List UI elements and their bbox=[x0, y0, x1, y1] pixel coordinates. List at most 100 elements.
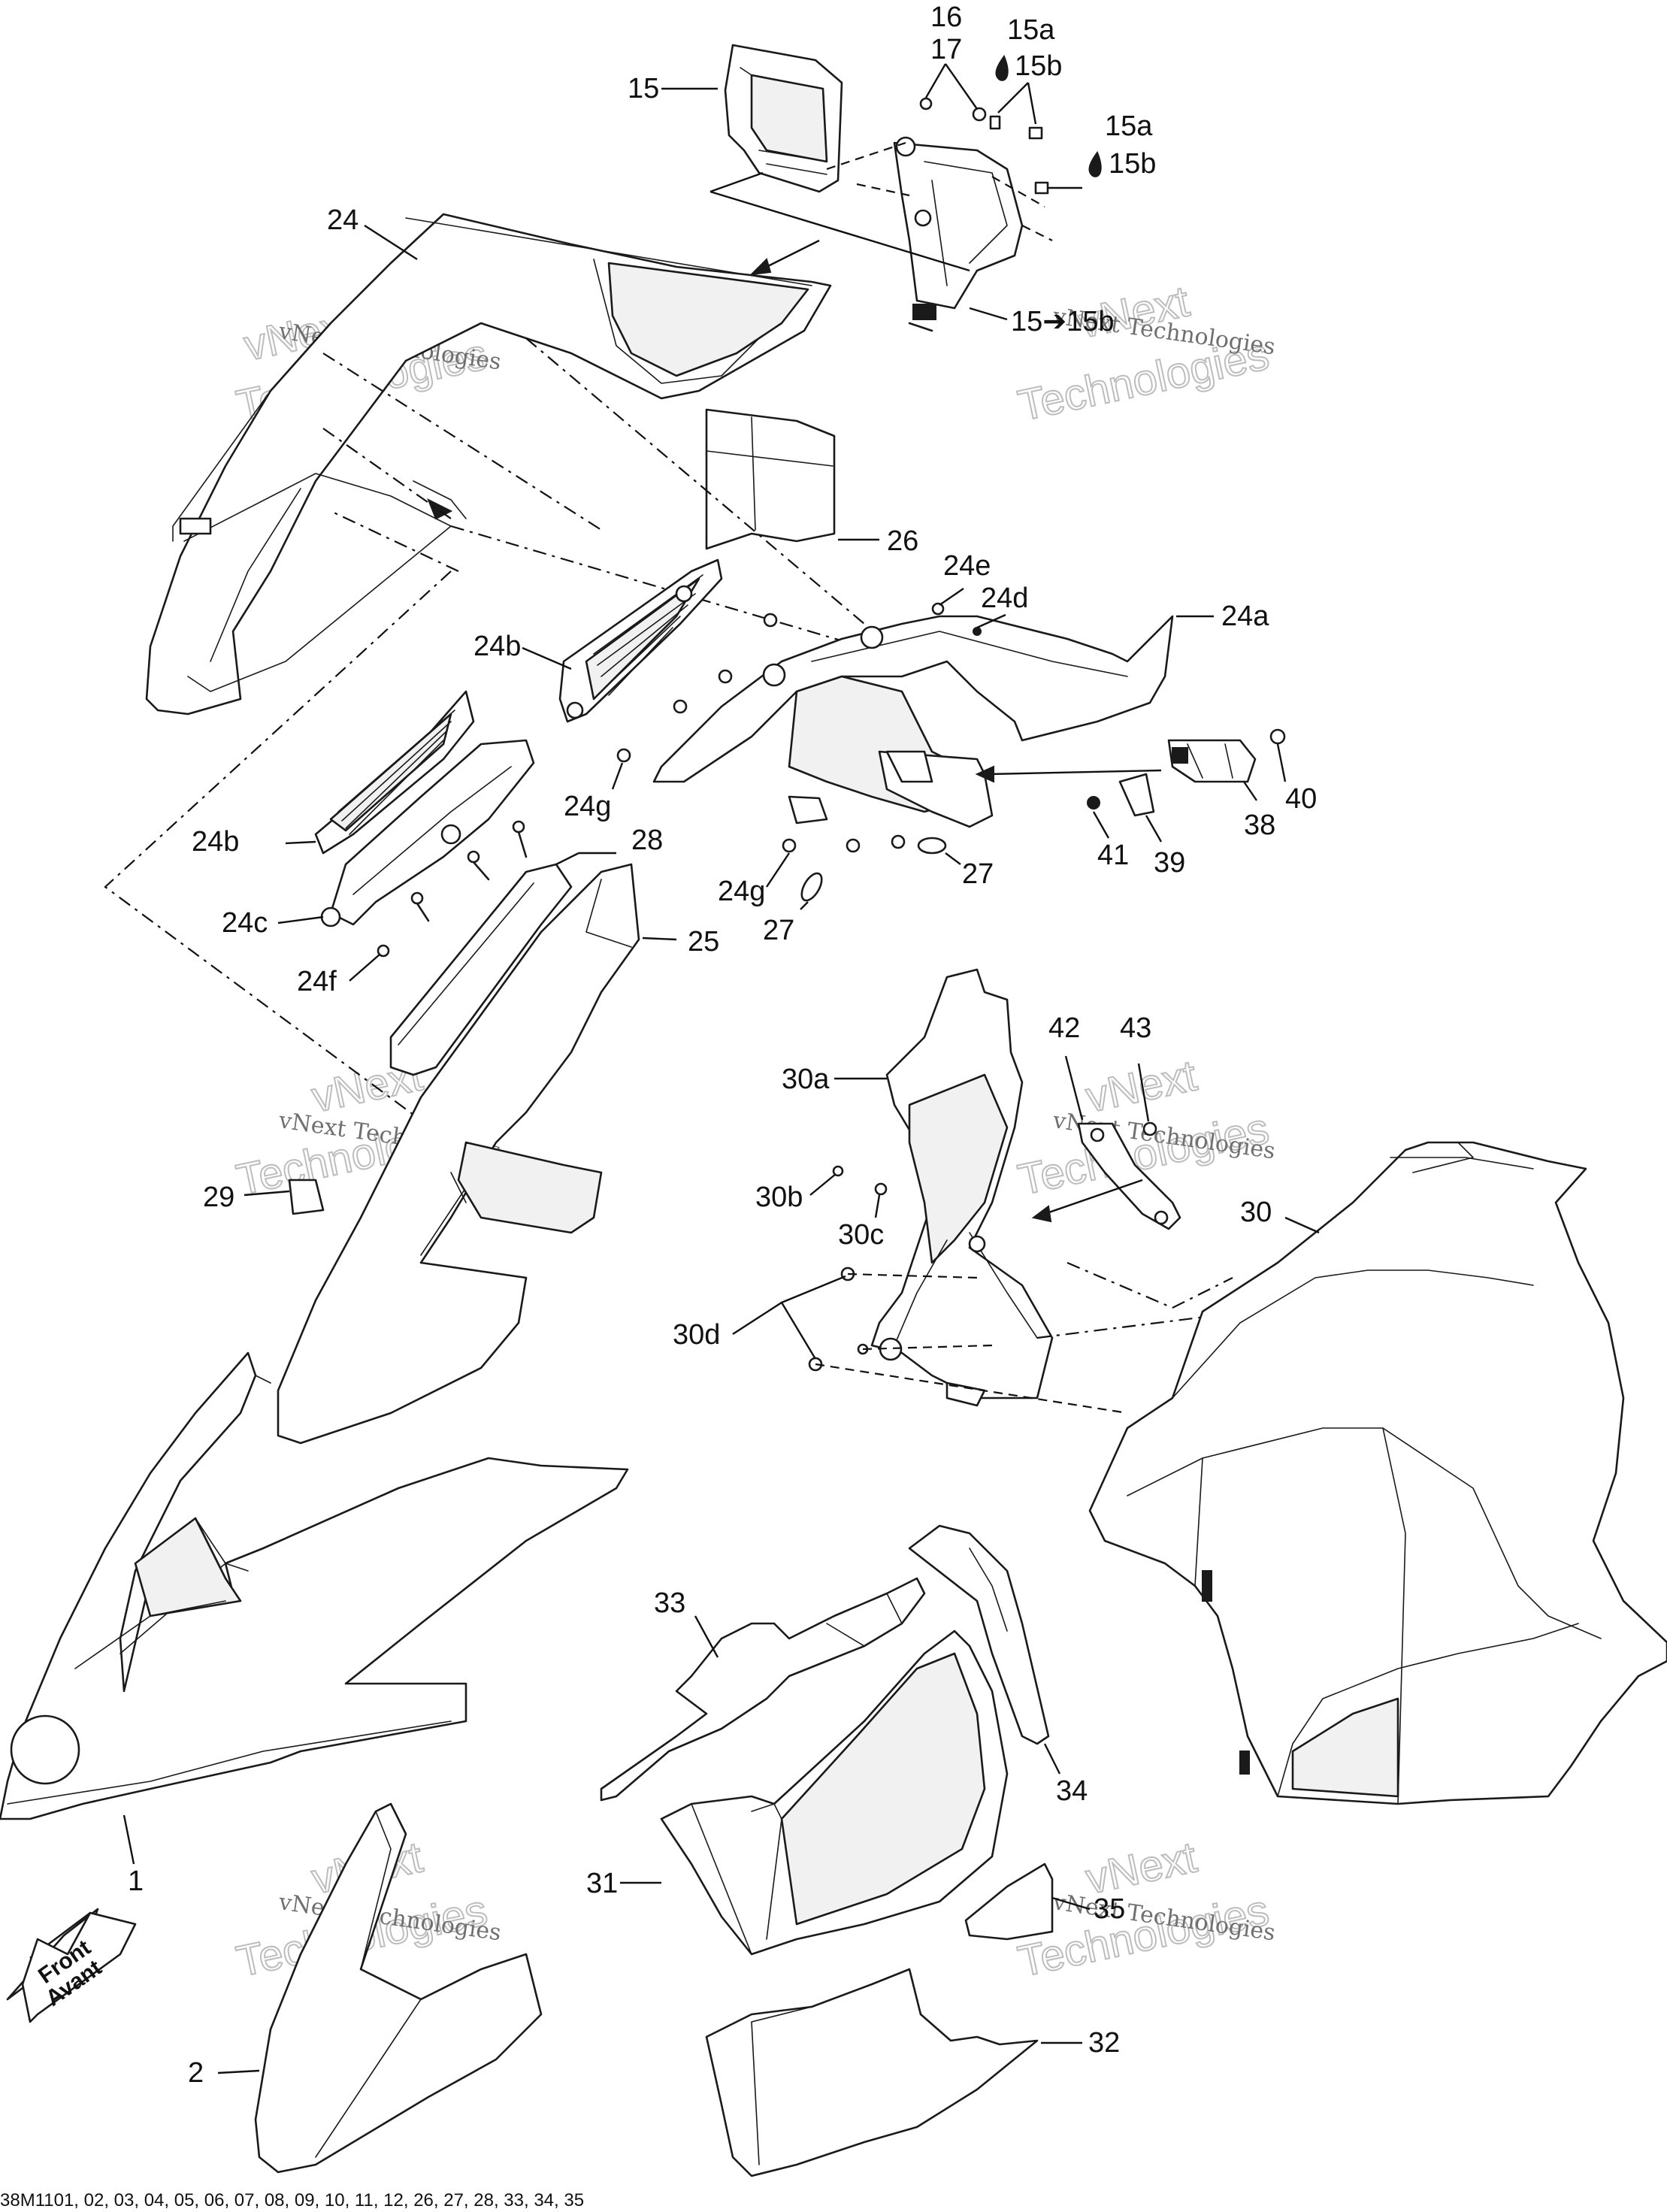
leader-2 bbox=[217, 2069, 260, 2074]
label-31: 31 bbox=[586, 1868, 618, 1899]
leader-25 bbox=[642, 937, 677, 941]
watermark-big: vNext bbox=[1082, 1051, 1201, 1121]
washer-24e bbox=[931, 602, 945, 616]
oil-drop-icon bbox=[995, 54, 1009, 81]
label-24g-1: 24g bbox=[564, 791, 611, 822]
part-2-lower-panel bbox=[254, 1802, 543, 2174]
leader-39 bbox=[1145, 815, 1163, 843]
part-35-block bbox=[964, 1862, 1054, 1941]
label-28: 28 bbox=[631, 825, 663, 856]
label-24d: 24d bbox=[981, 583, 1028, 614]
label-30d: 30d bbox=[673, 1319, 720, 1351]
part-26-panel bbox=[705, 408, 836, 550]
dash-connector bbox=[1036, 1261, 1233, 1339]
leader-24f bbox=[349, 954, 380, 982]
label-15a-1: 15a bbox=[1007, 14, 1055, 46]
part-25-side-panel bbox=[277, 863, 640, 1445]
label-16: 16 bbox=[930, 2, 962, 33]
label-42: 42 bbox=[1048, 1012, 1080, 1044]
part-33-deflector bbox=[600, 1577, 926, 1802]
label-24e: 24e bbox=[943, 550, 991, 582]
label-39: 39 bbox=[1154, 847, 1185, 879]
nut-41 bbox=[1087, 796, 1100, 809]
part-38-clip bbox=[1167, 739, 1257, 783]
label-43: 43 bbox=[1120, 1012, 1151, 1044]
nuts-24g bbox=[616, 613, 778, 763]
leader-34 bbox=[1043, 1743, 1061, 1775]
label-1: 1 bbox=[128, 1866, 144, 1897]
label-33: 33 bbox=[654, 1587, 685, 1619]
label-24: 24 bbox=[327, 204, 359, 236]
leader-42 bbox=[1064, 1055, 1084, 1121]
leader-27-1 bbox=[945, 852, 961, 865]
part-24a-side-bracket bbox=[652, 615, 1174, 828]
oil-drop-icon bbox=[1088, 150, 1102, 177]
label-30b: 30b bbox=[755, 1182, 803, 1213]
arrow-head bbox=[749, 258, 772, 276]
leader-43 bbox=[1137, 1063, 1150, 1122]
leader-1 bbox=[123, 1814, 135, 1865]
label-34: 34 bbox=[1056, 1775, 1088, 1807]
part-29-tab bbox=[288, 1179, 325, 1215]
leader-30c bbox=[874, 1194, 881, 1218]
label-24g-2: 24g bbox=[718, 876, 765, 907]
part-30a-inner-bracket bbox=[870, 968, 1054, 1407]
leader-24d bbox=[976, 613, 1006, 629]
leader-40 bbox=[1276, 743, 1287, 782]
front-direction-arrow-icon: Front Avant bbox=[6, 1908, 137, 2023]
label-30c: 30c bbox=[838, 1219, 884, 1251]
leader-24e bbox=[939, 588, 964, 606]
part-24-upper-cowl bbox=[145, 213, 832, 716]
leader-24b-1 bbox=[522, 646, 572, 670]
assembly-arrow bbox=[1044, 1179, 1143, 1215]
label-29: 29 bbox=[203, 1182, 234, 1213]
dash-connector bbox=[322, 353, 888, 655]
label-15b-1: 15b bbox=[1015, 50, 1062, 82]
callout-labels: 16 17 15a 15b 15 15a 15b 15➔15b 24 26 24… bbox=[128, 2, 1317, 2089]
label-2: 2 bbox=[188, 2057, 204, 2089]
label-38: 38 bbox=[1244, 809, 1275, 841]
o-ring-27 bbox=[917, 837, 947, 855]
screw-43 bbox=[1142, 1121, 1157, 1136]
part-15b-bracket bbox=[893, 136, 1024, 332]
arrow-head bbox=[1031, 1205, 1052, 1223]
assembly-arrow bbox=[766, 239, 820, 268]
leader-41 bbox=[1092, 811, 1110, 839]
part-42-mount bbox=[1077, 1122, 1181, 1230]
part-15-headlight bbox=[724, 44, 843, 193]
label-35: 35 bbox=[1094, 1893, 1125, 1925]
screw-24d bbox=[973, 627, 982, 636]
label-30a: 30a bbox=[782, 1064, 830, 1095]
label-25: 25 bbox=[688, 926, 719, 958]
nuts-24g-2 bbox=[782, 834, 906, 853]
label-30: 30 bbox=[1240, 1197, 1272, 1228]
leader-30 bbox=[1284, 1216, 1320, 1234]
leader-24g-2 bbox=[766, 852, 790, 888]
label-27-2: 27 bbox=[763, 915, 794, 946]
part-24b-vent-lower bbox=[314, 690, 535, 927]
leader-30d bbox=[732, 1275, 846, 1360]
leader-15a-1 bbox=[997, 82, 1037, 125]
label-41: 41 bbox=[1097, 840, 1129, 871]
dash-connector bbox=[815, 1272, 1128, 1415]
label-15: 15 bbox=[628, 73, 659, 104]
label-27-1: 27 bbox=[962, 858, 994, 890]
o-ring-27 bbox=[800, 872, 823, 902]
label-17: 17 bbox=[930, 34, 962, 65]
fasteners-16-17 bbox=[919, 97, 1049, 195]
label-24f: 24f bbox=[297, 966, 337, 997]
assembly-arrow bbox=[988, 769, 1162, 776]
leader-24 bbox=[364, 224, 418, 261]
assembly-line bbox=[709, 190, 970, 272]
leader-16-17 bbox=[924, 63, 978, 110]
leader-35 bbox=[1051, 1896, 1091, 1911]
label-15b-2: 15b bbox=[1109, 148, 1156, 180]
part-24b-vent-upper bbox=[558, 558, 723, 723]
leader-27-2 bbox=[800, 901, 809, 910]
part-34-strip bbox=[908, 1524, 1050, 1745]
dash-connector bbox=[525, 337, 865, 625]
leader-38 bbox=[1243, 781, 1257, 801]
leader-24g-1 bbox=[611, 762, 624, 790]
leader-30b bbox=[809, 1173, 837, 1196]
